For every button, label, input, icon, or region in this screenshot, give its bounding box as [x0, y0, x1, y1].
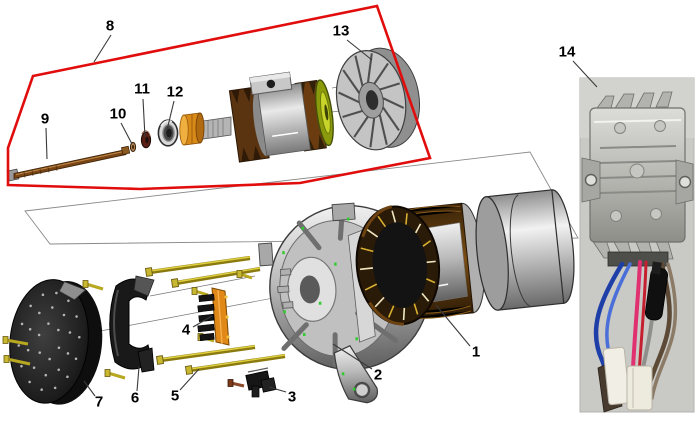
part-label-12: 12: [166, 83, 184, 101]
part-label-2: 2: [373, 366, 383, 384]
leader-line-6: [136, 366, 140, 392]
part-label-4: 4: [181, 321, 191, 339]
leader-line-7: [83, 380, 96, 397]
part-label-10: 10: [109, 105, 127, 123]
leader-line-4: [192, 315, 213, 328]
regulator-photo: [579, 77, 695, 413]
leader-lines: [45, 34, 598, 397]
rotor-shaft: [6, 145, 131, 182]
harness-connectors: [597, 346, 653, 413]
leader-line-10: [120, 122, 133, 145]
brush-holder: [245, 367, 277, 398]
washer-small: [129, 141, 137, 153]
end-cover: [9, 279, 103, 405]
part-label-9: 9: [40, 110, 50, 128]
part-label-11: 11: [134, 80, 150, 98]
leader-line-11: [142, 98, 146, 138]
part-label-7: 7: [94, 393, 104, 411]
part-label-1: 1: [471, 343, 481, 361]
part-label-14: 14: [558, 43, 576, 61]
rotor-group-highlight-outline: [6, 4, 432, 191]
leader-line-1: [435, 304, 471, 347]
part-label-5: 5: [170, 387, 180, 405]
part-label-8: 8: [105, 17, 115, 35]
rear-case-cylinder: [475, 189, 575, 311]
regulator-body: [581, 91, 694, 267]
rear-bracket: [109, 275, 155, 373]
leader-line-13: [346, 39, 373, 61]
stator: [355, 202, 485, 326]
leader-line-9: [45, 127, 48, 160]
part-label-13: 13: [332, 22, 350, 40]
slip-ring-collar: [179, 112, 232, 146]
leader-line-3: [268, 386, 287, 393]
cooling-fan: [335, 47, 420, 151]
leader-line-5: [179, 368, 200, 391]
leader-line-14: [572, 60, 598, 88]
rotor-assembly: [228, 71, 334, 163]
leader-line-12: [166, 100, 175, 131]
part-label-6: 6: [130, 389, 140, 407]
part-label-3: 3: [287, 388, 297, 406]
through-bolts: [144, 255, 286, 375]
leader-line-2: [332, 343, 373, 370]
washer-collar: [140, 130, 152, 149]
rectifier: [197, 287, 230, 346]
leader-line-8: [93, 34, 112, 63]
